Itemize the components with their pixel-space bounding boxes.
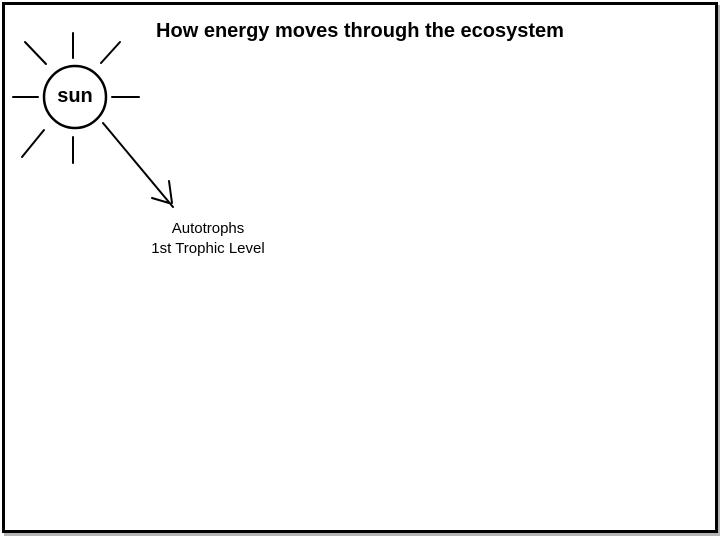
autotrophs-label: Autotrophs 1st Trophic Level bbox=[118, 219, 298, 259]
energy-arrow-icon bbox=[102, 122, 174, 208]
sun-circle-icon bbox=[42, 64, 108, 130]
slide-border bbox=[2, 2, 718, 533]
autotrophs-label-line1: Autotrophs bbox=[171, 220, 245, 237]
sun-label: sun bbox=[57, 85, 93, 107]
sun-rays-icon bbox=[12, 32, 140, 164]
diagram-title: How energy moves through the ecosystem bbox=[156, 20, 564, 42]
autotrophs-label-line2: 1st Trophic Level bbox=[151, 240, 265, 257]
